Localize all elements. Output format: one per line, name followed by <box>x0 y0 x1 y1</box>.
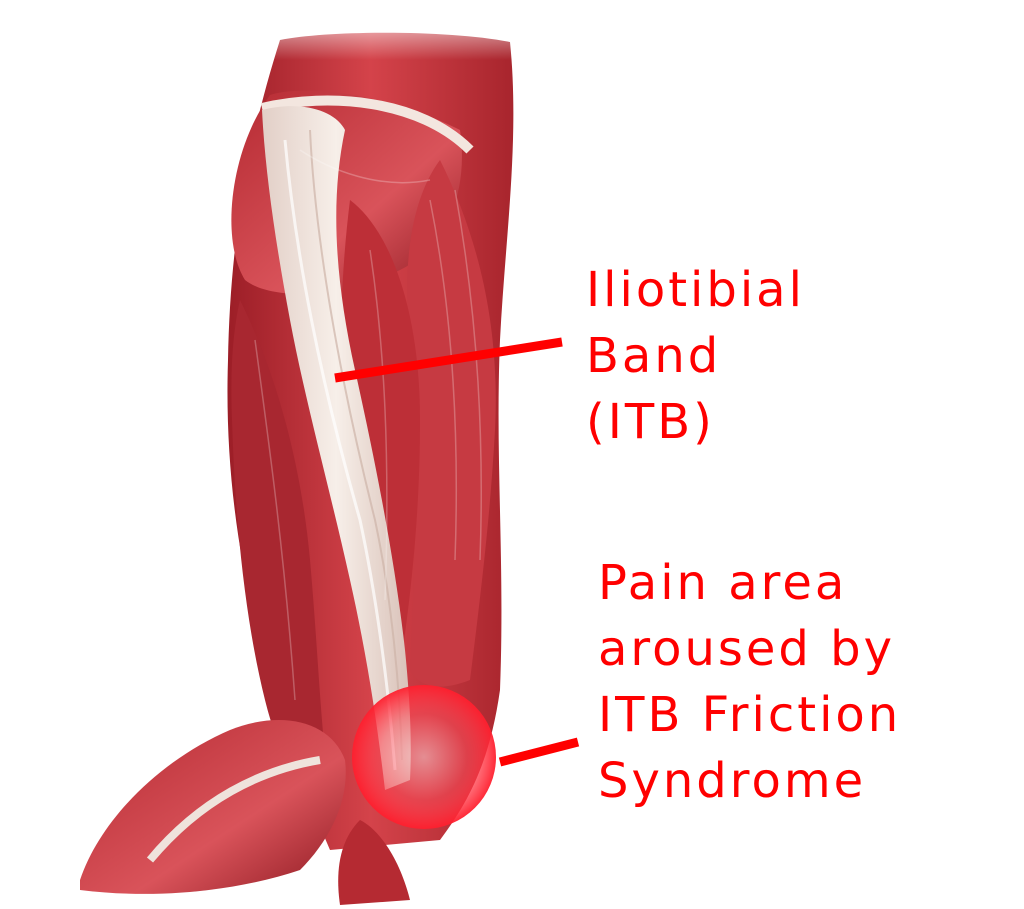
itb-pointer-line <box>334 337 563 383</box>
hip-band <box>260 95 474 154</box>
pain-label-line-2: aroused by <box>598 621 896 677</box>
pain-label-line-1: Pain area <box>598 555 848 611</box>
itb-label: Iliotibial Band (ITB) <box>586 257 805 455</box>
itb-label-line-3: (ITB) <box>586 394 715 450</box>
itb-fiber-1 <box>283 139 397 771</box>
itb-fiber-2 <box>309 129 403 761</box>
calf-tendon <box>146 756 321 863</box>
pain-label-line-3: ITB Friction <box>598 687 902 743</box>
hamstring <box>231 300 330 800</box>
pain-area-label: Pain area aroused by ITB Friction Syndro… <box>598 550 901 814</box>
pain-area-circle-icon <box>352 685 496 829</box>
pain-pointer-line <box>498 737 580 767</box>
muscle-striations <box>254 149 483 701</box>
itb-label-line-2: Band <box>586 328 722 384</box>
shin <box>338 820 410 905</box>
itb-label-line-1: Iliotibial <box>586 262 805 318</box>
rectus-femoris <box>407 160 496 687</box>
iliotibial-band <box>262 106 411 790</box>
pain-label-line-4: Syndrome <box>598 753 867 809</box>
